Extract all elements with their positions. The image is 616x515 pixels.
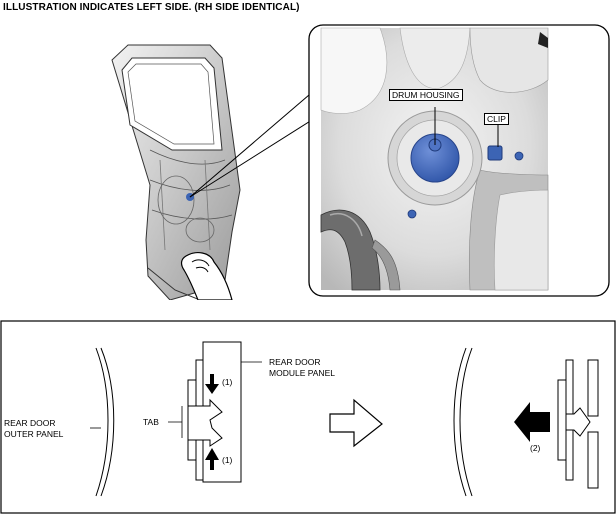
clip (487, 145, 503, 161)
outer-panel-label-line1: REAR DOOR (4, 418, 56, 428)
step1-label-bottom: (1) (222, 455, 233, 465)
tab-label: TAB (143, 417, 159, 427)
rear-door-outer-panel (95, 347, 115, 497)
detail-view (308, 24, 610, 297)
module-panel-label-line1: REAR DOOR (269, 357, 321, 367)
hand-illustration (180, 252, 233, 300)
page-title: ILLUSTRATION INDICATES LEFT SIDE. (RH SI… (3, 2, 300, 13)
tab (187, 398, 223, 447)
press-arrow-up-icon (205, 448, 219, 470)
clip-label: CLIP (484, 113, 509, 125)
step1-label-top: (1) (222, 377, 233, 387)
outer-panel-label-line2: OUTER PANEL (4, 429, 64, 439)
rear-door-outer-panel-right (453, 347, 473, 497)
zoom-line-bottom (189, 112, 324, 198)
press-arrow-down-icon (205, 374, 219, 394)
pull-arrow-icon (514, 402, 550, 442)
top-illustration (111, 24, 610, 300)
rear-door-illustration (111, 44, 241, 300)
zoom-line-top (189, 94, 310, 198)
module-panel-right (557, 359, 599, 489)
step2-label: (2) (530, 443, 541, 453)
module-panel-label-line2: MODULE PANEL (269, 368, 335, 378)
module-panel-left (187, 341, 242, 483)
bottom-panel (0, 320, 616, 514)
drum-housing-label: DRUM HOUSING (389, 89, 463, 101)
next-step-arrow-icon (329, 398, 383, 448)
